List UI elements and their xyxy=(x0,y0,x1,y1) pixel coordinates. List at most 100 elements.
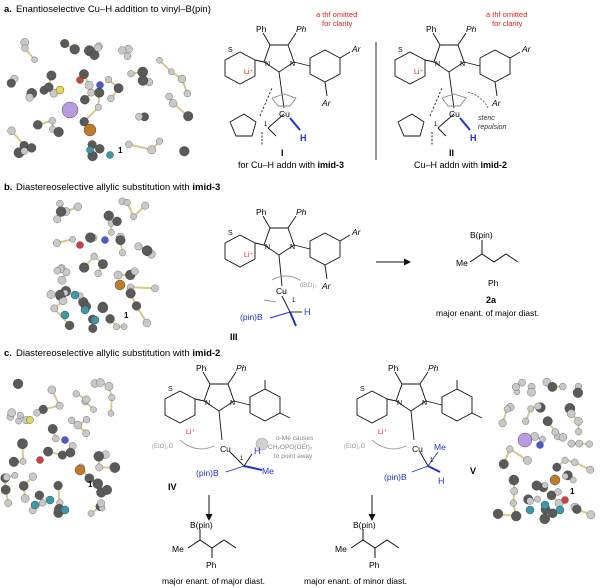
model-atom xyxy=(95,463,104,472)
model-atom xyxy=(107,94,115,103)
imidazolinium-ring-IV xyxy=(203,383,235,412)
model-atom xyxy=(55,289,65,299)
aryl-ring-IV-right xyxy=(249,388,281,422)
benzene-ring-V-left xyxy=(356,390,388,424)
model-atom xyxy=(90,252,98,260)
structure-V-labels: Ph Ph S Li⁺ N N Cu H 1 (pin)B Me (EtO)₂O… xyxy=(344,363,476,486)
ar-label-II-2: Ar xyxy=(491,98,502,108)
model-b-atom-label: 1 xyxy=(124,311,129,320)
model-atom xyxy=(82,429,90,437)
product-2a-me: Me xyxy=(456,258,468,268)
product-c-major xyxy=(187,529,237,558)
model-atom xyxy=(53,239,61,247)
model-atom xyxy=(527,405,535,413)
cu-label-V: Cu xyxy=(412,444,423,454)
model-atom xyxy=(60,39,70,49)
product-c-major-caption: major enant. of major diast. xyxy=(162,576,265,586)
model-atom xyxy=(104,76,112,84)
model-atom xyxy=(64,320,75,331)
structure-V xyxy=(356,371,483,473)
model-atom xyxy=(90,406,97,413)
model-atom xyxy=(147,145,157,155)
model-atom xyxy=(546,490,557,500)
model-atom-li xyxy=(61,101,79,119)
model-atom xyxy=(94,87,105,98)
model-atom-o xyxy=(561,496,569,504)
phosphate-label-III: (EtO)₂ xyxy=(300,283,317,289)
model-atom xyxy=(498,419,507,428)
one-label-III: 1 xyxy=(292,298,296,304)
model-atom xyxy=(103,210,114,221)
li-label-V: Li⁺ xyxy=(378,429,387,436)
aryl-ring-I-right xyxy=(309,49,341,83)
model-atom xyxy=(7,408,17,418)
aryl-ring-III-right xyxy=(309,232,341,266)
ph-label-I-1: Ph xyxy=(256,24,267,34)
ph-label-V-1: Ph xyxy=(388,363,399,373)
model-c-right-atom-label: 1 xyxy=(570,487,575,496)
panel-b-title: Diastereoselective allylic substitution … xyxy=(16,182,220,193)
model-atom xyxy=(33,409,41,417)
ph-label-III-1: Ph xyxy=(256,207,267,217)
model-atom xyxy=(539,513,550,525)
structure-IV xyxy=(164,371,291,473)
ph-label-II-1: Ph xyxy=(426,24,437,34)
bpin-label-V: (pin)B xyxy=(384,472,407,482)
model-atom xyxy=(44,82,54,92)
n-label-IV-2: N xyxy=(230,400,235,407)
model-atom xyxy=(113,83,124,94)
model-atom xyxy=(89,50,100,60)
model-atom xyxy=(575,439,583,448)
n-label-III-1: N xyxy=(265,244,270,251)
h-label-IV: H xyxy=(254,446,261,456)
model-atom-s xyxy=(26,416,34,424)
model-atom xyxy=(554,488,562,496)
model-atom xyxy=(492,508,504,519)
model-atom xyxy=(6,78,16,88)
model-atom xyxy=(56,199,64,208)
model-atom xyxy=(165,92,173,101)
model-atom xyxy=(141,245,153,256)
model-atom xyxy=(120,323,128,330)
model-atom xyxy=(47,424,58,434)
model-atom xyxy=(34,490,44,500)
panel-a-letter: a. xyxy=(4,4,12,15)
n-label-II-2: N xyxy=(460,61,465,68)
model-atom xyxy=(123,52,132,60)
label-I: I xyxy=(281,148,284,158)
model-atom xyxy=(125,140,133,149)
benzene-ring-II-left xyxy=(394,51,426,85)
label-V: V xyxy=(470,466,476,476)
model-atom xyxy=(151,284,159,293)
model-atom xyxy=(586,465,594,474)
crystal-model-b xyxy=(46,197,159,333)
model-atom xyxy=(93,451,104,462)
caption-II: Cu–H addn with imid-2 xyxy=(414,160,507,170)
crystal-model-c-left xyxy=(0,378,121,518)
model-atom xyxy=(142,318,151,328)
model-atom xyxy=(118,46,127,55)
model-atom xyxy=(137,75,149,86)
model-atom xyxy=(109,462,121,473)
structure-I-labels: Ph Ph S Li⁺ N N Cu H 1 Ar Ar a thf omitt… xyxy=(228,10,362,170)
product-c-minor-ph: Ph xyxy=(369,560,380,570)
imidazolinium-ring-III xyxy=(263,227,295,256)
product-2a-bpin: B(pin) xyxy=(470,230,493,240)
model-atom xyxy=(559,382,567,391)
label-II: II xyxy=(449,148,454,158)
bpin-label-III: (pin)B xyxy=(240,312,263,322)
label-IV: IV xyxy=(168,482,177,492)
model-atom-cu xyxy=(83,123,97,137)
ar-label-II-1: Ar xyxy=(521,44,532,54)
model-atom xyxy=(156,137,164,145)
model-atom xyxy=(94,269,102,278)
s-label-I: S xyxy=(228,47,233,54)
model-atom-f xyxy=(45,495,55,505)
n-label-V-2: N xyxy=(422,400,427,407)
model-atom xyxy=(87,510,95,517)
model-atom xyxy=(72,390,80,398)
one-label-V: 1 xyxy=(430,458,434,464)
model-atom xyxy=(53,215,62,224)
model-atom xyxy=(18,481,29,491)
model-atom-f xyxy=(70,290,80,300)
